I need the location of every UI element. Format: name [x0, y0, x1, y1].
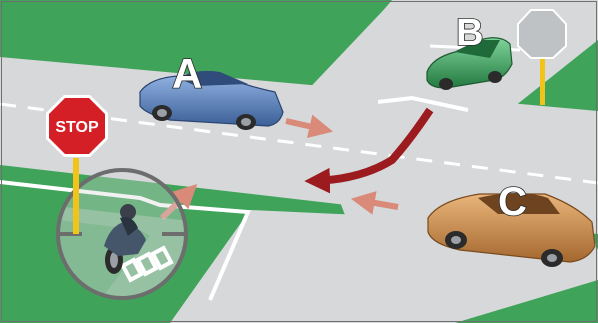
- car-a-label: A: [172, 50, 202, 97]
- sign-post-right: [540, 55, 545, 105]
- yield-sign-back-icon: [518, 10, 566, 58]
- stop-sign-text: STOP: [55, 119, 99, 136]
- car-b-label: B: [456, 12, 483, 54]
- stop-sign-icon: STOP: [46, 95, 108, 157]
- stop-sign-post: [73, 158, 79, 234]
- car-c-label: C: [498, 180, 527, 224]
